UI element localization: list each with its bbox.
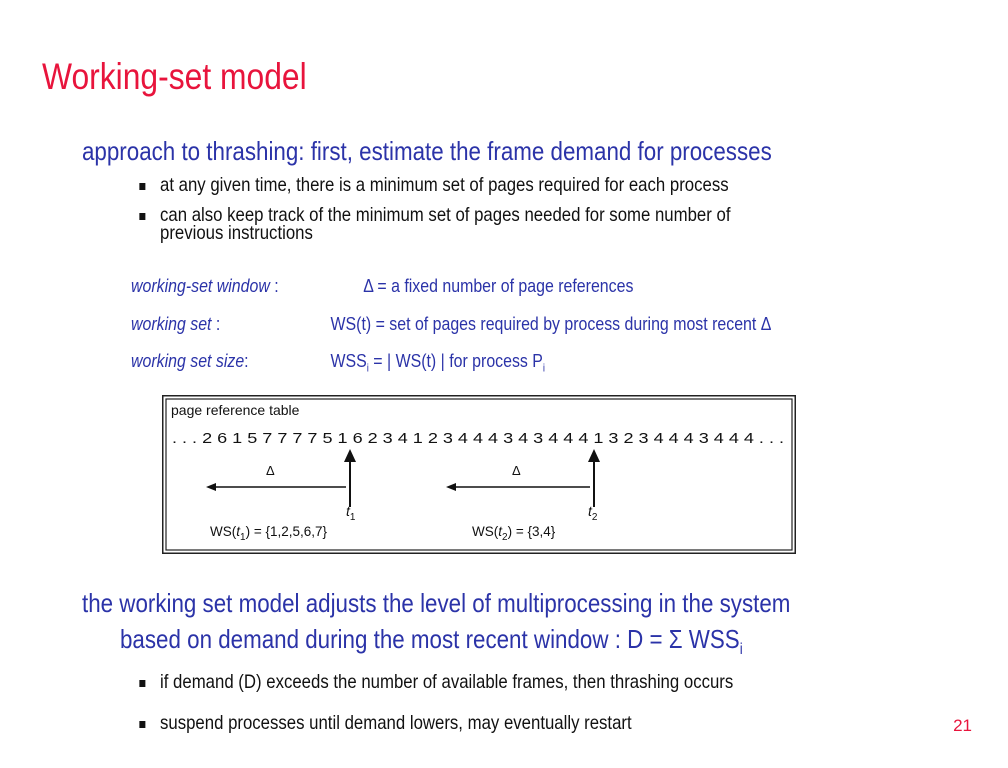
bullet-text: can also keep track of the minimum set o… <box>160 204 731 226</box>
figure-outer-border <box>162 395 796 554</box>
definition-working-set-window: working-set window : Δ = a fixed number … <box>131 275 716 297</box>
definition-value: Δ = a fixed number of page references <box>363 275 634 296</box>
t1-arrow-icon <box>344 449 356 462</box>
bullet-square-icon <box>139 183 146 190</box>
window-1-arrowhead-icon <box>206 483 216 491</box>
figure-inner-border <box>165 398 793 551</box>
definition-term: working set size <box>131 350 245 371</box>
intro-bullet: can also keep track of the minimum set o… <box>139 204 731 244</box>
page-reference-figure: page reference table . . . 2 6 1 5 7 7 7… <box>162 395 796 554</box>
definition-value: WSSi = | WS(t) | for process Pi <box>330 350 546 375</box>
bullet-square-icon <box>139 213 146 220</box>
bullet-text: at any given time, there is a minimum se… <box>160 174 729 196</box>
definition-separator: : <box>211 313 221 334</box>
window-2-delta: Δ <box>512 463 521 478</box>
ws-t2-result: WS(t2) = {3,4} <box>472 524 556 543</box>
t2-arrow-icon <box>588 449 600 462</box>
ws-t1-result: WS(t1) = {1,2,5,6,7} <box>210 524 328 543</box>
slide-title: Working-set model <box>42 56 307 97</box>
definition-term: working set <box>131 313 212 334</box>
conclusion-bullet: if demand (D) exceeds the number of avai… <box>139 671 734 693</box>
page-number: 21 <box>953 716 972 735</box>
bullet-square-icon <box>139 680 146 687</box>
t1-label: t1 <box>346 503 356 523</box>
conclusion-line-2: based on demand during the most recent w… <box>120 624 743 659</box>
bullet-text-continued: previous instructions <box>160 222 313 244</box>
definition-value: WS(t) = set of pages required by process… <box>330 313 772 334</box>
definition-term: working-set window <box>131 275 270 296</box>
definition-separator: : <box>244 350 249 371</box>
bullet-text: suspend processes until demand lowers, m… <box>160 712 632 734</box>
window-2-arrowhead-icon <box>446 483 456 491</box>
definition-separator: : <box>269 275 279 296</box>
definition-working-set-size: working set size: WSSi = | WS(t) | for p… <box>131 350 733 375</box>
intro-bullet: at any given time, there is a minimum se… <box>139 174 729 196</box>
definition-working-set: working set : WS(t) = set of pages requi… <box>131 313 905 335</box>
window-1-delta: Δ <box>266 463 275 478</box>
intro-heading: approach to thrashing: first, estimate t… <box>82 136 772 166</box>
conclusion-line-1: the working set model adjusts the level … <box>82 588 791 618</box>
bullet-square-icon <box>139 721 146 728</box>
t2-label: t2 <box>588 503 598 523</box>
table-label: page reference table <box>171 402 300 418</box>
bullet-text: if demand (D) exceeds the number of avai… <box>160 671 734 693</box>
conclusion-bullet: suspend processes until demand lowers, m… <box>139 712 632 734</box>
reference-sequence: . . . 2 6 1 5 7 7 7 7 5 1 6 2 3 4 1 2 3 … <box>172 431 784 447</box>
